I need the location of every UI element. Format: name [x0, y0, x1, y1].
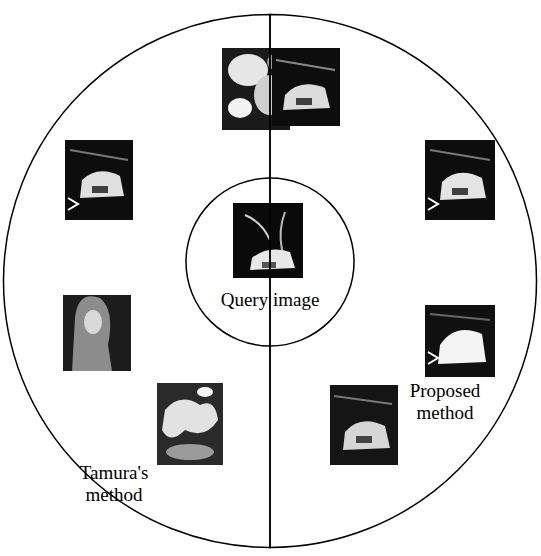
- outline-shape: [3, 15, 270, 548]
- node-label: Query image: [205, 289, 335, 311]
- left-half-region: Tamura's method: [2, 13, 270, 549]
- outline-shape: [270, 15, 537, 548]
- proposed-photo-2: [425, 140, 495, 220]
- node-label: Tamura's method: [72, 462, 156, 506]
- tamura-photo-4: [157, 383, 223, 465]
- node-outline: [270, 13, 538, 549]
- proposed-photo-1: [272, 48, 340, 126]
- query-photo: [233, 203, 303, 278]
- right-half-region: Proposed method: [270, 13, 538, 549]
- tamura-photo-3: [63, 295, 131, 371]
- proposed-photo-3: [425, 305, 495, 377]
- proposed-photo-4: [330, 385, 398, 465]
- tamura-photo-2: [65, 140, 133, 220]
- node-label: Proposed method: [403, 380, 487, 424]
